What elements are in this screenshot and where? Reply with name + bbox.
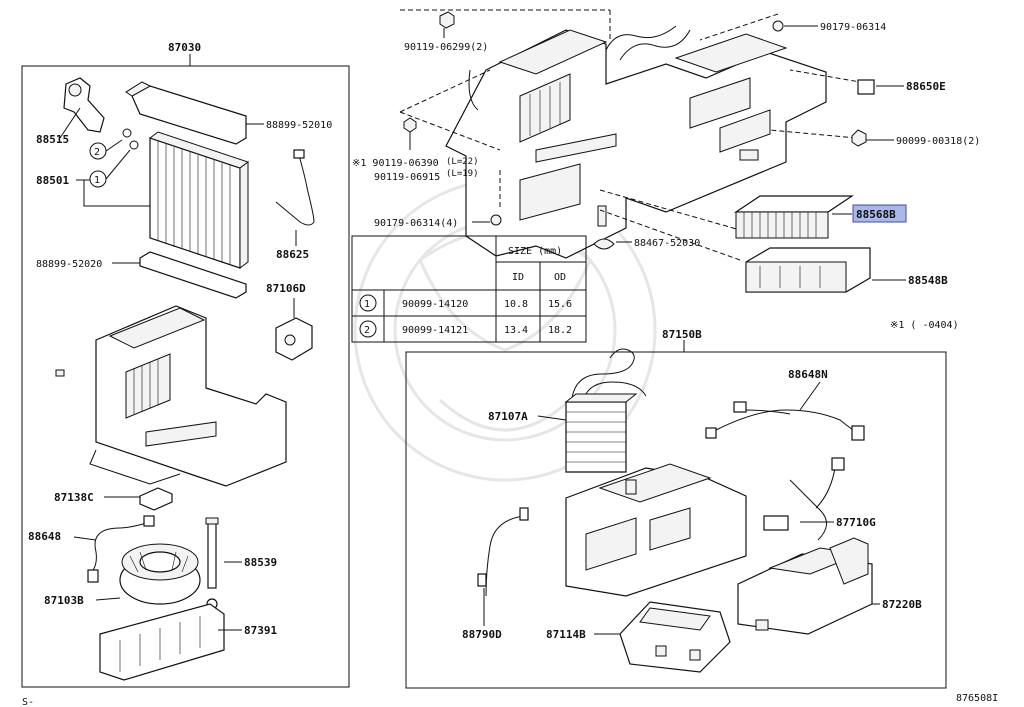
svg-text:88790D: 88790D [462,628,502,641]
size-row-1-part: 90099-14120 [402,299,468,310]
part-87114b[interactable]: 87114B [546,601,731,673]
svg-text:88650E: 88650E [906,80,946,93]
part-87391-lower-case[interactable]: 87391 [99,603,277,681]
heater-housing [565,463,747,597]
svg-text:88467-52030: 88467-52030 [634,238,700,249]
part-88899-52020-bracket[interactable]: 88899-52020 [36,251,247,299]
size-row-1-od: 15.6 [548,299,572,310]
part-88648n-harness[interactable]: 88648N [705,368,865,441]
label-87391: 87391 [244,624,277,637]
label-88648: 88648 [28,530,61,543]
group-87030-label: 87030 [168,41,201,54]
svg-text:(L=22): (L=22) [446,157,479,167]
evaporator-housing-left [55,305,287,487]
part-88539-rod[interactable]: 88539 [205,517,277,589]
footnote-0404: ※1 ( -0404) [890,320,959,331]
svg-text:88648N: 88648N [788,368,828,381]
part-88790d-wire[interactable]: 88790D [462,507,529,641]
group-87030: 87030 [21,41,350,688]
callout-90119-06390[interactable]: ※1 90119-06390 (L=22) 90119-06915 (L=19) [352,117,479,183]
label-88625: 88625 [276,248,309,261]
size-col-id: ID [512,272,524,283]
top-leader-lines [399,9,873,261]
callout-90119-06299[interactable]: 90119-06299(2) [404,11,488,53]
size-header: SIZE (mm) [508,246,562,257]
part-88515[interactable]: 88515 [36,77,105,146]
marker-2: 2 [94,147,100,158]
label-88501: 88501 [36,174,69,187]
part-88548b-frame[interactable]: 88548B [745,247,948,293]
marker-1: 1 [94,175,100,186]
size-col-od: OD [554,272,566,283]
part-88568b-filter[interactable]: 88568B [734,195,907,239]
svg-text:90099-00318(2): 90099-00318(2) [896,136,980,147]
label-88899-52020: 88899-52020 [36,259,102,270]
size-row-2-mark: 2 [364,325,370,336]
highlight-88568b [852,204,907,223]
part-88648-wire[interactable]: 88648 [28,515,155,583]
size-row-2-id: 13.4 [504,325,528,336]
footer-left: S- [22,697,34,707]
svg-text:88548B: 88548B [908,274,948,287]
svg-text:87107A: 87107A [488,410,528,423]
size-row-2-part: 90099-14121 [402,325,468,336]
callout-90179-06314-4[interactable]: 90179-06314(4) [374,214,502,229]
label-88515: 88515 [36,133,69,146]
part-87106d-servo[interactable]: 87106D [266,282,313,361]
part-87103b-blower[interactable]: 87103B [44,543,218,610]
hose-clamp-markers: 2 1 [89,128,139,188]
part-88501-evaporator[interactable]: 88501 [36,131,250,269]
callout-90099-00318[interactable]: 90099-00318(2) [851,129,980,147]
svg-text:90179-06314(4): 90179-06314(4) [374,218,458,229]
label-87103b: 87103B [44,594,84,607]
top-assembly [445,25,827,259]
label-88539: 88539 [244,556,277,569]
group-87150b: 87150B [405,328,947,689]
size-table: SIZE (mm) ID OD 1 90099-14120 10.8 15.6 … [351,235,587,343]
svg-text:87710G: 87710G [836,516,876,529]
part-87107a-heater-core[interactable]: 87107A [488,348,647,473]
callout-88650e[interactable]: 88650E [857,79,946,95]
label-87106d: 87106D [266,282,306,295]
svg-text:※1 90119-06390: ※1 90119-06390 [352,158,439,169]
part-87220b[interactable]: 87220B [737,537,922,635]
group-87150b-label: 87150B [662,328,702,341]
label-87138c: 87138C [54,491,94,504]
callout-88467-52030[interactable]: 88467-52030 [593,238,700,250]
svg-text:90119-06915: 90119-06915 [374,172,440,183]
size-row-1-id: 10.8 [504,299,528,310]
footer-code: 876508I [956,693,998,704]
size-row-1-mark: 1 [364,299,370,310]
part-87138c[interactable]: 87138C [54,487,173,511]
svg-text:(L=19): (L=19) [446,169,479,179]
size-row-2-od: 18.2 [548,325,572,336]
svg-text:87114B: 87114B [546,628,586,641]
part-87710g[interactable]: 87710G [763,457,876,541]
label-88899-52010: 88899-52010 [266,120,332,131]
svg-text:90119-06299(2): 90119-06299(2) [404,42,488,53]
label-88568b: 88568B [856,208,896,221]
callout-90179-06314-top[interactable]: 90179-06314 [772,20,886,33]
part-88899-52010-cover[interactable]: 88899-52010 [125,81,332,145]
svg-text:90179-06314: 90179-06314 [820,22,886,33]
part-88625-thermistor[interactable]: 88625 [275,149,315,261]
svg-text:87220B: 87220B [882,598,922,611]
